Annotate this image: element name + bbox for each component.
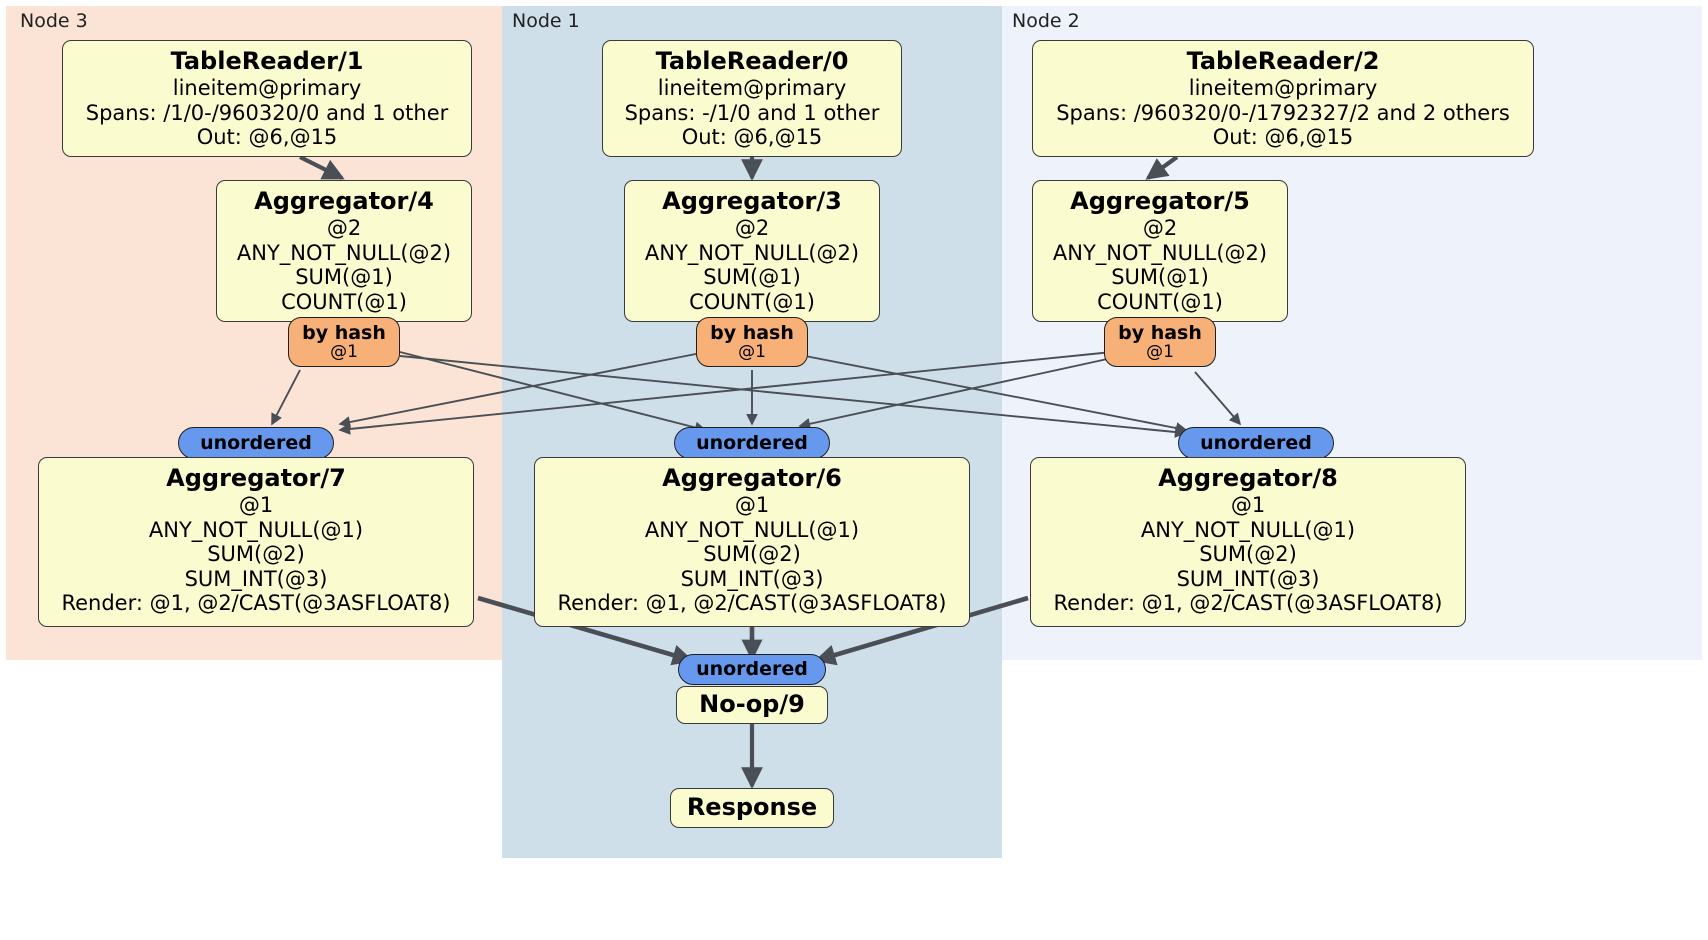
processor-line: Render: @1, @2/CAST(@3ASFLOAT8) [1053, 591, 1443, 616]
processor-line: @2 [1142, 216, 1178, 241]
synchronizer-unordered-final[interactable]: unordered [678, 654, 826, 685]
processor-line: SUM(@1) [295, 265, 393, 290]
processor-aggregator-5[interactable]: Aggregator/5 @2 ANY_NOT_NULL(@2) SUM(@1)… [1032, 180, 1288, 322]
router-by-hash-left[interactable]: by hash @1 [288, 317, 400, 367]
processor-line: Render: @1, @2/CAST(@3ASFLOAT8) [61, 591, 451, 616]
processor-line: Spans: /960320/0-/1792327/2 and 2 others [1056, 100, 1510, 125]
processor-tablereader-1[interactable]: TableReader/1 lineitem@primary Spans: /1… [62, 40, 472, 157]
processor-line: @1 [734, 493, 770, 518]
processor-title: Aggregator/7 [166, 464, 346, 492]
processor-line: ANY_NOT_NULL(@1) [148, 517, 364, 542]
processor-tablereader-2[interactable]: TableReader/2 lineitem@primary Spans: /9… [1032, 40, 1534, 157]
processor-line: COUNT(@1) [1097, 289, 1223, 314]
processor-title: Aggregator/6 [662, 464, 842, 492]
processor-line: SUM(@1) [703, 265, 801, 290]
processor-line: ANY_NOT_NULL(@2) [1052, 240, 1268, 265]
processor-line: COUNT(@1) [281, 289, 407, 314]
router-type-label: by hash [1118, 321, 1202, 344]
processor-aggregator-4[interactable]: Aggregator/4 @2 ANY_NOT_NULL(@2) SUM(@1)… [216, 180, 472, 322]
synchronizer-label: unordered [696, 658, 808, 681]
processor-title: Response [686, 793, 818, 821]
processor-title: TableReader/1 [170, 47, 364, 75]
synchronizer-label: unordered [200, 431, 312, 454]
processor-title: Aggregator/3 [662, 187, 842, 215]
router-column-label: @1 [1146, 342, 1174, 363]
processor-line: ANY_NOT_NULL(@1) [1140, 517, 1356, 542]
synchronizer-label: unordered [1200, 431, 1312, 454]
processor-line: SUM(@2) [207, 542, 305, 567]
processor-line: Out: @6,@15 [1212, 125, 1354, 150]
processor-line: SUM(@2) [703, 542, 801, 567]
synchronizer-unordered-left[interactable]: unordered [178, 427, 334, 459]
processor-line: Spans: -/1/0 and 1 other [624, 100, 880, 125]
processor-aggregator-7[interactable]: Aggregator/7 @1 ANY_NOT_NULL(@1) SUM(@2)… [38, 457, 474, 627]
processor-line: lineitem@primary [657, 76, 847, 101]
processor-line: SUM_INT(@3) [184, 566, 328, 591]
processor-title: Aggregator/5 [1070, 187, 1250, 215]
router-column-label: @1 [330, 342, 358, 363]
processor-line: @1 [1230, 493, 1266, 518]
processor-title: TableReader/2 [1186, 47, 1380, 75]
processor-tablereader-0[interactable]: TableReader/0 lineitem@primary Spans: -/… [602, 40, 902, 157]
processor-title: No-op/9 [699, 690, 805, 718]
processor-line: Out: @6,@15 [196, 125, 338, 150]
processor-line: lineitem@primary [1188, 76, 1378, 101]
processor-line: SUM(@1) [1111, 265, 1209, 290]
synchronizer-unordered-right[interactable]: unordered [1178, 427, 1334, 459]
processor-title: Aggregator/4 [254, 187, 434, 215]
router-by-hash-mid[interactable]: by hash @1 [696, 317, 808, 367]
processor-aggregator-3[interactable]: Aggregator/3 @2 ANY_NOT_NULL(@2) SUM(@1)… [624, 180, 880, 322]
router-type-label: by hash [710, 321, 794, 344]
node-panel-label-node1: Node 1 [512, 10, 580, 32]
processor-response[interactable]: Response [670, 788, 834, 828]
router-by-hash-right[interactable]: by hash @1 [1104, 317, 1216, 367]
processor-title: Aggregator/8 [1158, 464, 1338, 492]
processor-line: SUM(@2) [1199, 542, 1297, 567]
router-type-label: by hash [302, 321, 386, 344]
router-column-label: @1 [738, 342, 766, 363]
processor-aggregator-6[interactable]: Aggregator/6 @1 ANY_NOT_NULL(@1) SUM(@2)… [534, 457, 970, 627]
processor-title: TableReader/0 [655, 47, 849, 75]
synchronizer-unordered-mid[interactable]: unordered [674, 427, 830, 459]
processor-line: ANY_NOT_NULL(@2) [644, 240, 860, 265]
processor-line: @2 [326, 216, 362, 241]
processor-line: ANY_NOT_NULL(@1) [644, 517, 860, 542]
synchronizer-label: unordered [696, 431, 808, 454]
processor-aggregator-8[interactable]: Aggregator/8 @1 ANY_NOT_NULL(@1) SUM(@2)… [1030, 457, 1466, 627]
node-panel-label-node2: Node 2 [1012, 10, 1080, 32]
processor-line: COUNT(@1) [689, 289, 815, 314]
processor-line: Out: @6,@15 [681, 125, 823, 150]
node-panel-label-node3: Node 3 [20, 10, 88, 32]
processor-noop-9[interactable]: No-op/9 [676, 686, 828, 724]
processor-line: @2 [734, 216, 770, 241]
processor-line: ANY_NOT_NULL(@2) [236, 240, 452, 265]
processor-line: SUM_INT(@3) [680, 566, 824, 591]
processor-line: Spans: /1/0-/960320/0 and 1 other [85, 100, 449, 125]
processor-line: lineitem@primary [172, 76, 362, 101]
processor-line: SUM_INT(@3) [1176, 566, 1320, 591]
processor-line: Render: @1, @2/CAST(@3ASFLOAT8) [557, 591, 947, 616]
processor-line: @1 [238, 493, 274, 518]
